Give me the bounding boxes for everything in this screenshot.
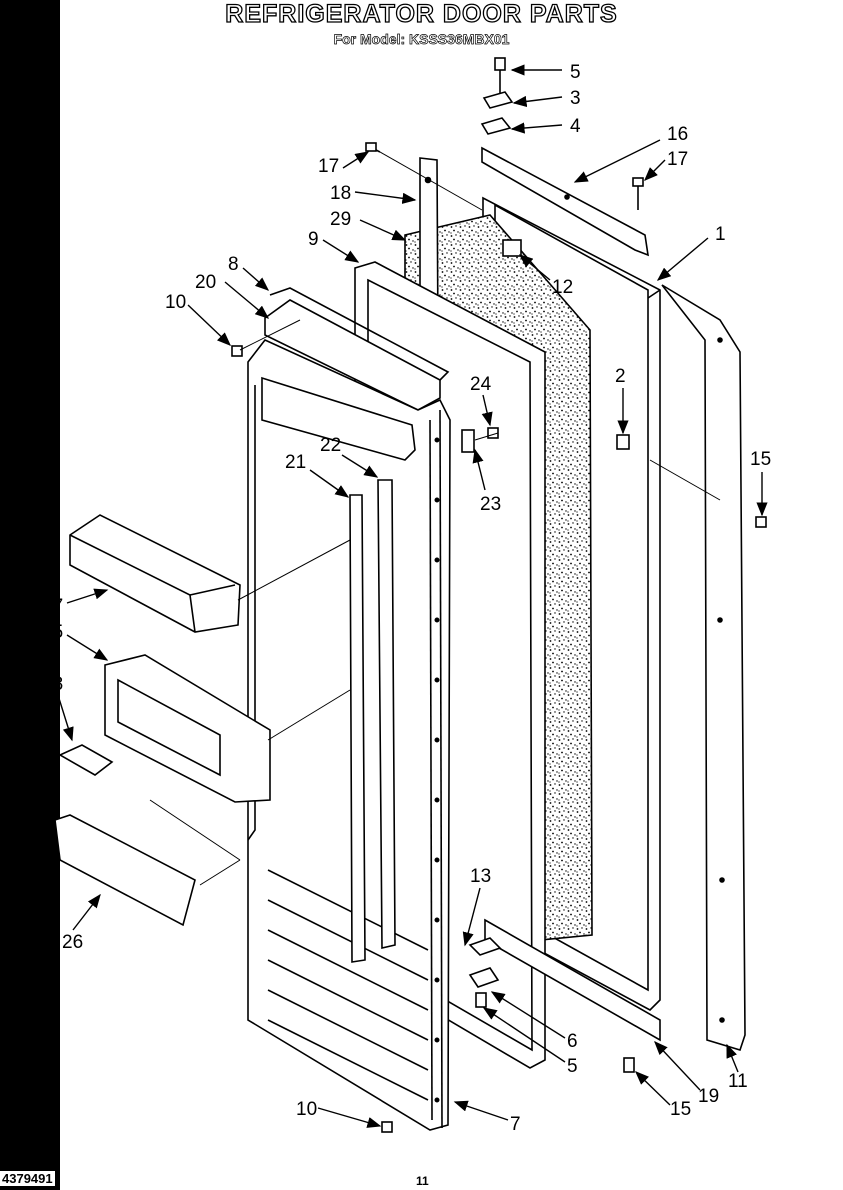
callout-23: 23: [480, 494, 501, 515]
leader-c26: [72, 893, 101, 931]
callout-2: 2: [615, 366, 626, 387]
document-number: 4379491: [0, 1171, 55, 1186]
leader-c22: [341, 454, 379, 478]
leader-c28: [56, 691, 74, 742]
callout-16: 16: [667, 124, 688, 145]
callout-18: 18: [330, 183, 351, 204]
part-11-trim-strip: [661, 284, 746, 1051]
part-25-dispenser-housing: [104, 654, 271, 803]
part-19-bottom-channel: [484, 918, 661, 1042]
leader-c15b: [634, 1071, 671, 1106]
leader-c3: [512, 95, 563, 107]
leader-c7: [453, 1100, 509, 1121]
leader-c9: [322, 239, 360, 263]
part-27-shelf-bin: [69, 514, 241, 633]
leader-c12: [518, 254, 551, 281]
part-8-top-strip: [269, 287, 450, 381]
callout-19: 19: [698, 1086, 719, 1107]
callout-1: 1: [715, 224, 726, 245]
leader-c11: [726, 1043, 739, 1073]
callout-25: 25: [42, 622, 63, 643]
callout-13: 13: [470, 866, 491, 887]
leader-c20: [224, 281, 270, 319]
leader-c5b: [482, 1007, 566, 1063]
leader-c4: [510, 122, 563, 134]
leader-c18: [354, 191, 417, 204]
leader-c8: [242, 267, 270, 291]
callout-20: 20: [195, 272, 216, 293]
leader-c17a: [342, 151, 370, 169]
callout-10-bottom: 10: [296, 1099, 317, 1120]
leader-c21: [309, 469, 350, 498]
leader-c13: [462, 887, 481, 947]
leader-c29: [359, 219, 407, 241]
part-3-hinge-pin-plate: [482, 91, 514, 109]
part-10-screw-bottom: [381, 1121, 393, 1133]
binding-spine: [0, 0, 60, 1190]
page-title: REFRIGERATOR DOOR PARTS: [225, 0, 618, 29]
callout-5-top: 5: [570, 62, 581, 83]
leader-c19: [654, 1040, 701, 1091]
callout-9: 9: [308, 229, 319, 250]
callout-27: 27: [42, 596, 63, 617]
leader-c24: [481, 394, 493, 427]
liner-screw-row: [434, 437, 440, 1103]
callout-7: 7: [510, 1114, 521, 1135]
part-28-drip-tray: [58, 744, 114, 776]
part-5-bottom-screw: [475, 992, 487, 1008]
part-16-hinge-bracket: [481, 146, 649, 257]
leader-c17b: [644, 159, 666, 181]
leader-c1: [656, 237, 709, 281]
part-7-door-liner: [247, 339, 451, 1131]
leader-c10b: [317, 1107, 382, 1128]
part-13-hinge-bushing: [468, 937, 502, 956]
callout-8: 8: [228, 254, 239, 275]
part-20-top-cap: [264, 299, 441, 411]
callout-11: 11: [728, 1071, 748, 1092]
callout-5-bottom: 5: [567, 1056, 578, 1077]
callout-15-bottom: 15: [670, 1099, 691, 1120]
leader-c10a: [187, 304, 232, 346]
leader-c16: [573, 139, 661, 183]
part-15-screw-right: [755, 516, 767, 528]
model-subtitle: For Model: KSSS36MBX01: [333, 31, 510, 48]
callout-22: 22: [320, 435, 341, 456]
callout-3: 3: [570, 88, 581, 109]
part-15-screw-bottom: [623, 1057, 635, 1073]
leader-c25: [66, 634, 109, 661]
part-6-hinge-plate: [468, 967, 500, 988]
callout-26: 26: [62, 932, 83, 953]
callout-28: 28: [42, 674, 63, 695]
callout-21: 21: [285, 452, 306, 473]
callout-17-right: 17: [667, 149, 688, 170]
callout-15-right: 15: [750, 449, 771, 470]
part-5-top-screw: [494, 57, 506, 95]
part-2-clip: [616, 434, 630, 450]
part-12-stop-block: [502, 239, 522, 257]
callout-24: 24: [470, 374, 492, 395]
page-number: 11: [416, 1174, 429, 1188]
part-4-hinge-shim: [480, 117, 512, 135]
part-26-bottom-grille: [54, 814, 196, 927]
leader-c23: [472, 448, 486, 491]
leader-c27: [66, 588, 109, 604]
callout-10-top: 10: [165, 292, 186, 313]
callout-12: 12: [552, 277, 573, 298]
part-10-screw-top: [231, 345, 243, 357]
part-21-door-rail: [349, 494, 366, 963]
callout-29: 29: [330, 209, 351, 230]
callout-17-left: 17: [318, 156, 339, 177]
leader-c6: [490, 991, 566, 1039]
part-22-door-rail: [377, 479, 396, 950]
callout-6: 6: [567, 1031, 578, 1052]
part-23-catch: [461, 429, 475, 453]
callout-4: 4: [570, 116, 581, 137]
